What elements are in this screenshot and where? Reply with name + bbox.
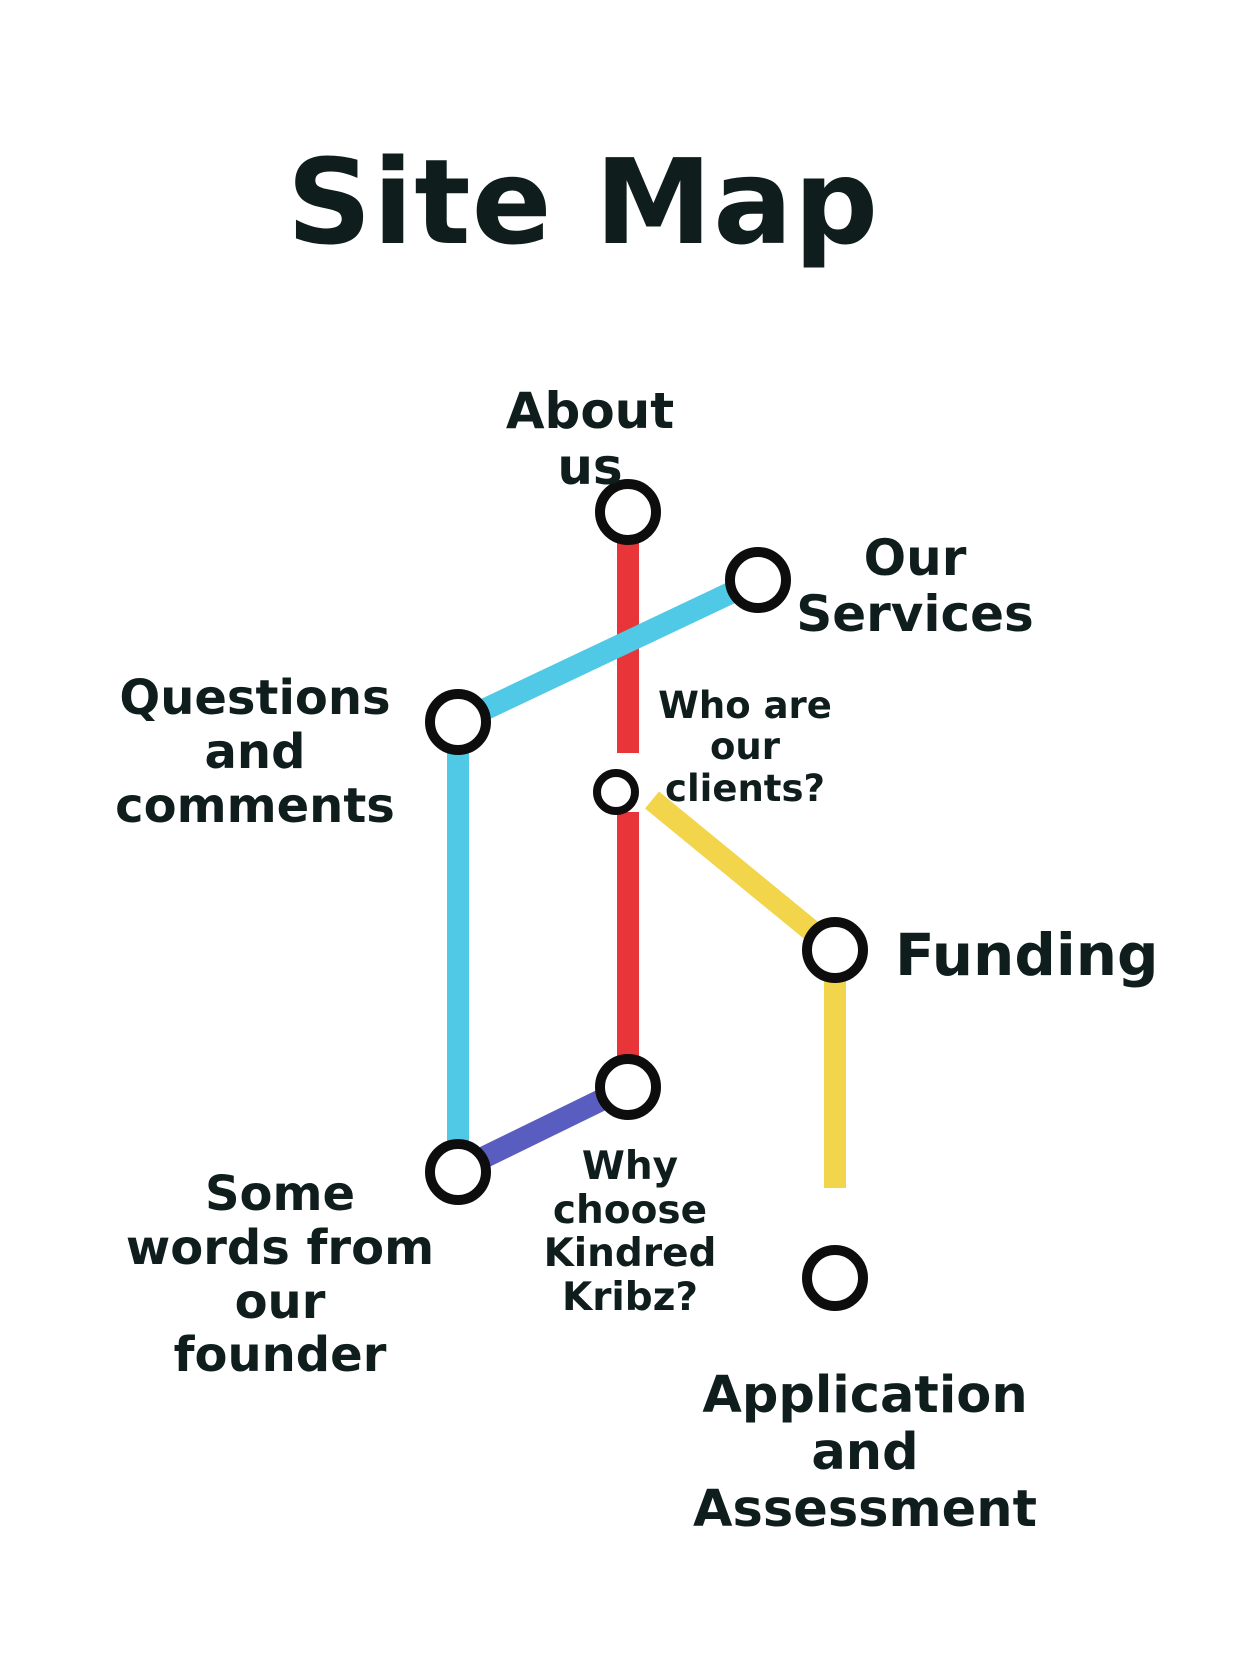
label-about-us[interactable]: About us <box>505 382 675 496</box>
station-who-clients[interactable] <box>593 769 639 815</box>
station-application[interactable] <box>802 1245 868 1311</box>
station-our-services[interactable] <box>725 547 791 613</box>
label-application-and-assessment[interactable]: Application and Assessment <box>693 1366 1037 1540</box>
station-questions[interactable] <box>425 689 491 755</box>
station-why-choose[interactable] <box>595 1054 661 1120</box>
page-title: Site Map <box>286 133 880 271</box>
station-funding[interactable] <box>802 917 868 983</box>
station-about-us[interactable] <box>595 479 661 545</box>
label-who-are-our-clients[interactable]: Who are our clients? <box>658 684 832 810</box>
label-questions-and-comments[interactable]: Questions and comments <box>115 670 395 834</box>
label-why-choose-kindred-kribz[interactable]: Why choose Kindred Kribz? <box>543 1144 717 1321</box>
station-founder[interactable] <box>425 1139 491 1205</box>
label-words-from-founder[interactable]: Some words from our founder <box>125 1166 435 1384</box>
label-our-services[interactable]: Our Services <box>796 529 1034 643</box>
label-funding[interactable]: Funding <box>895 921 1159 989</box>
yellow-line <box>645 791 846 1188</box>
